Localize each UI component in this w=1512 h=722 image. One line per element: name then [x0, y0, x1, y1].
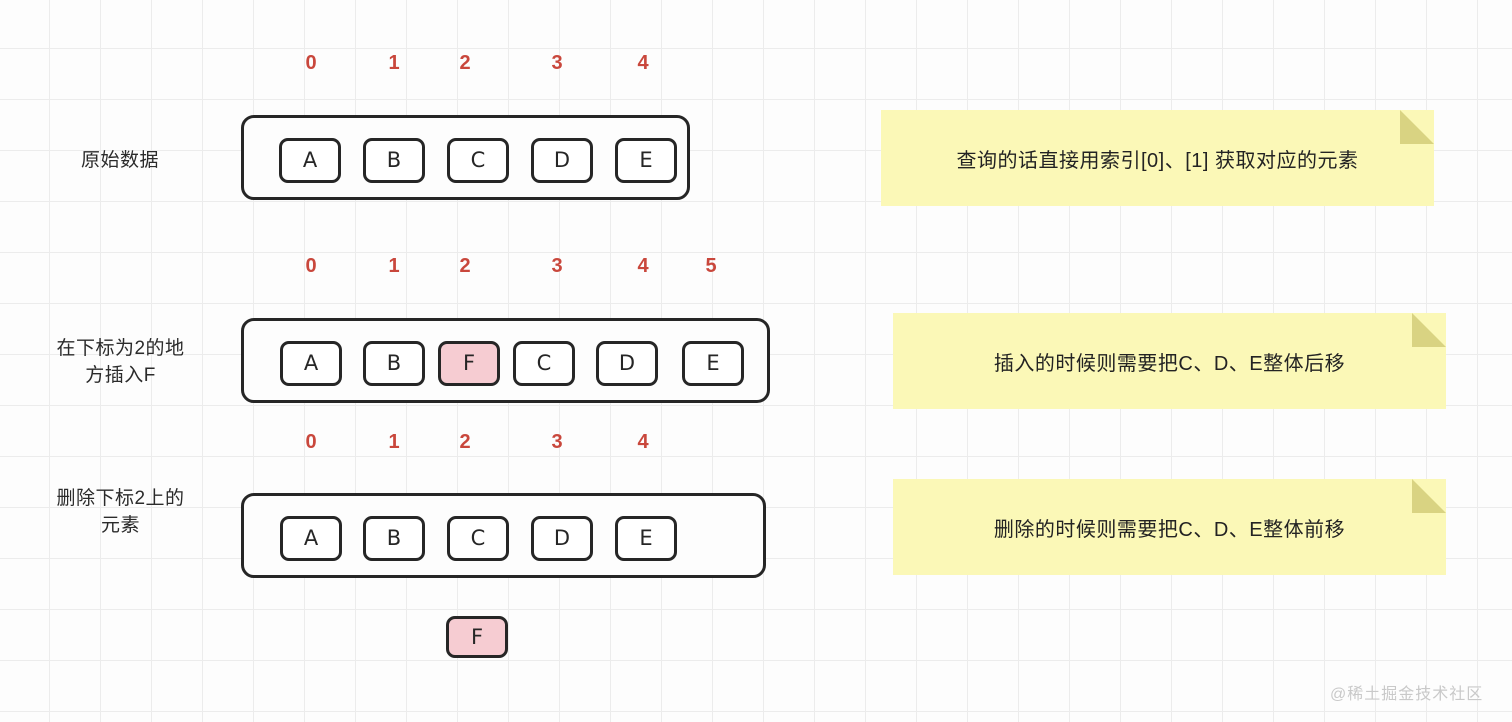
array-cell[interactable]: E — [682, 341, 744, 386]
array-container-after-delete: A B C D E — [241, 493, 766, 578]
index-label: 3 — [551, 255, 563, 277]
note-text: 插入的时候则需要把C、D、E整体后移 — [993, 352, 1346, 375]
note-text: 删除的时候则需要把C、D、E整体前移 — [993, 518, 1346, 541]
note-background — [893, 313, 1446, 409]
index-label: 0 — [305, 52, 317, 74]
row-label-line: 在下标为2的地 — [56, 338, 185, 359]
row-label-original-data: 原始数据 — [80, 150, 159, 171]
row-label-line: 元素 — [100, 515, 140, 536]
array-cell[interactable]: A — [279, 138, 341, 183]
array-cell[interactable]: C — [447, 138, 509, 183]
index-strip-row2: 0 1 2 3 4 5 — [0, 253, 1512, 279]
index-strip-row3: 0 1 2 3 4 — [0, 429, 1512, 455]
index-strip-row1: 0 1 2 3 4 — [0, 50, 1512, 76]
index-label: 2 — [459, 255, 471, 277]
index-label: 3 — [551, 431, 563, 453]
row-label-line: 删除下标2上的 — [56, 488, 185, 509]
note-delete: 删除的时候则需要把C、D、E整体前移 — [893, 479, 1446, 575]
array-cell[interactable]: D — [531, 138, 593, 183]
array-cell[interactable]: E — [615, 516, 677, 561]
note-query: 查询的话直接用索引[0]、[1] 获取对应的元素 — [881, 110, 1434, 206]
watermark: @稀土掘金技术社区 — [1330, 686, 1484, 703]
note-background — [881, 110, 1434, 206]
array-cell[interactable]: D — [596, 341, 658, 386]
index-label: 1 — [388, 431, 400, 453]
array-cell-inserted[interactable]: F — [438, 341, 500, 386]
note-text: 查询的话直接用索引[0]、[1] 获取对应的元素 — [956, 149, 1359, 172]
index-label: 2 — [459, 52, 471, 74]
removed-element-F[interactable]: F — [446, 616, 508, 658]
array-cell[interactable]: B — [363, 341, 425, 386]
index-label: 3 — [551, 52, 563, 74]
index-label: 1 — [388, 255, 400, 277]
note-insert: 插入的时候则需要把C、D、E整体后移 — [893, 313, 1446, 409]
index-label: 4 — [637, 52, 649, 74]
index-label: 1 — [388, 52, 400, 74]
row-label-delete: 删除下标2上的 元素 — [38, 485, 203, 539]
array-cell[interactable]: A — [280, 516, 342, 561]
array-cell[interactable]: C — [513, 341, 575, 386]
index-label: 0 — [305, 255, 317, 277]
array-cell[interactable]: E — [615, 138, 677, 183]
array-cell[interactable]: A — [280, 341, 342, 386]
index-label: 2 — [459, 431, 471, 453]
row-label-insert: 在下标为2的地 方插入F — [38, 335, 203, 389]
row-label-line: 方插入F — [85, 365, 156, 386]
index-label: 4 — [637, 431, 649, 453]
array-container-after-insert: A B F C D E — [241, 318, 770, 403]
index-label: 5 — [705, 255, 717, 277]
array-container-original: A B C D E — [241, 115, 690, 200]
array-cell[interactable]: C — [447, 516, 509, 561]
array-cell[interactable]: B — [363, 516, 425, 561]
array-cell[interactable]: D — [531, 516, 593, 561]
index-label: 0 — [305, 431, 317, 453]
index-label: 4 — [637, 255, 649, 277]
array-cell[interactable]: B — [363, 138, 425, 183]
note-background — [893, 479, 1446, 575]
